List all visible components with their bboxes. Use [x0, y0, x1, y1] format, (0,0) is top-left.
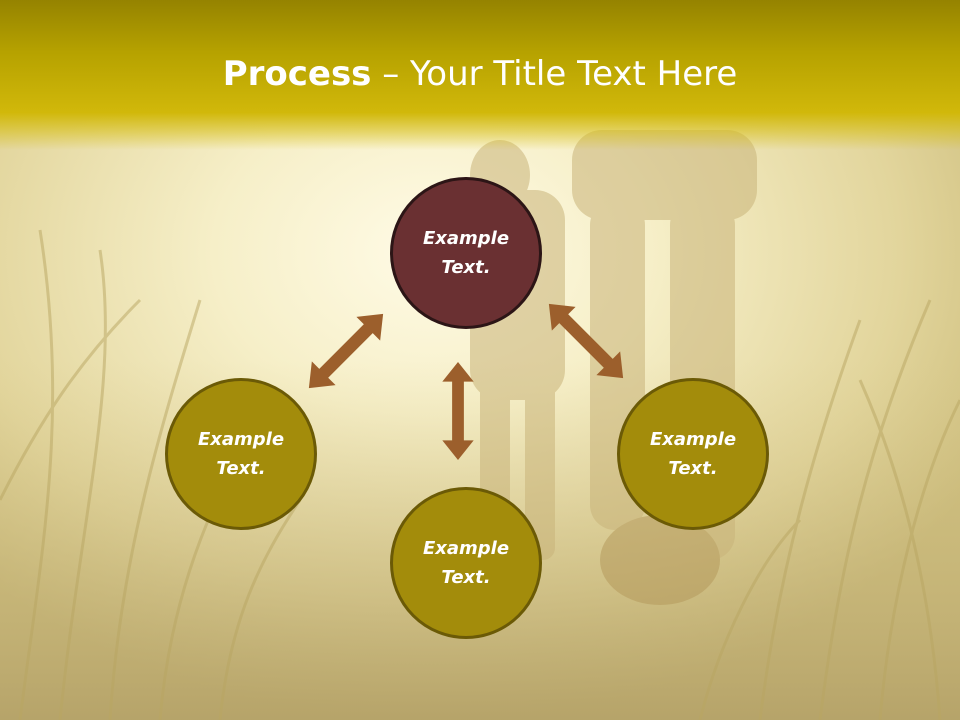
process-node-right[interactable]: Example Text. [617, 378, 769, 530]
double-arrow-icon [536, 291, 636, 391]
title-rest: – Your Title Text Here [371, 54, 738, 94]
node-label: Example [649, 429, 737, 450]
process-node-bottom[interactable]: Example Text. [390, 487, 542, 639]
process-node-left[interactable]: Example Text. [165, 378, 317, 530]
node-label: Example [422, 228, 510, 249]
node-label: Text. [441, 257, 491, 278]
process-node-top[interactable]: Example Text. [390, 177, 542, 329]
slide-title: Process – Your Title Text Here [0, 52, 960, 96]
node-label: Text. [216, 458, 266, 479]
node-label: Example [422, 538, 510, 559]
double-arrow-icon [442, 362, 474, 460]
double-arrow-icon [296, 301, 396, 401]
node-label: Text. [668, 458, 718, 479]
node-label: Example [197, 429, 285, 450]
header-band [0, 0, 960, 150]
title-bold: Process [222, 54, 372, 94]
node-label: Text. [441, 567, 491, 588]
